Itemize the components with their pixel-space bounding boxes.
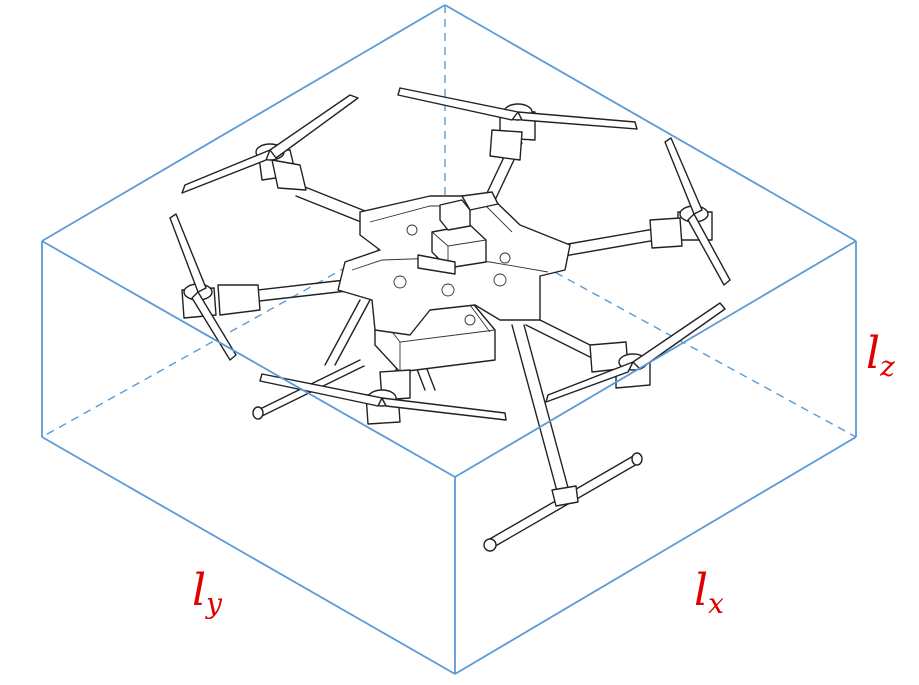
hidden-left-bottom-edge bbox=[41, 211, 446, 438]
hexacopter-drawing bbox=[169, 87, 731, 552]
top-left-edge bbox=[41, 4, 446, 242]
top-front-right-edge bbox=[454, 240, 857, 478]
top-front-left-edge bbox=[41, 240, 456, 478]
propellers bbox=[169, 87, 731, 421]
drone-top-module bbox=[417, 191, 499, 275]
dimension-label-lz: lz bbox=[866, 328, 895, 383]
propeller-front-right bbox=[545, 302, 726, 403]
propeller-back-left bbox=[181, 94, 359, 194]
dimension-label-ly: ly bbox=[192, 565, 223, 620]
top-right-edge bbox=[444, 4, 857, 242]
bounding-box-hidden-edges bbox=[41, 5, 857, 438]
propeller-left bbox=[169, 213, 237, 361]
bounding-box-visible-edges bbox=[41, 4, 857, 675]
bottom-right-edge bbox=[454, 436, 857, 675]
propeller-right bbox=[664, 137, 731, 286]
propeller-back bbox=[397, 87, 638, 130]
motors bbox=[181, 103, 713, 425]
bottom-left-edge bbox=[41, 436, 456, 675]
dimension-label-lx: lx bbox=[694, 565, 724, 620]
